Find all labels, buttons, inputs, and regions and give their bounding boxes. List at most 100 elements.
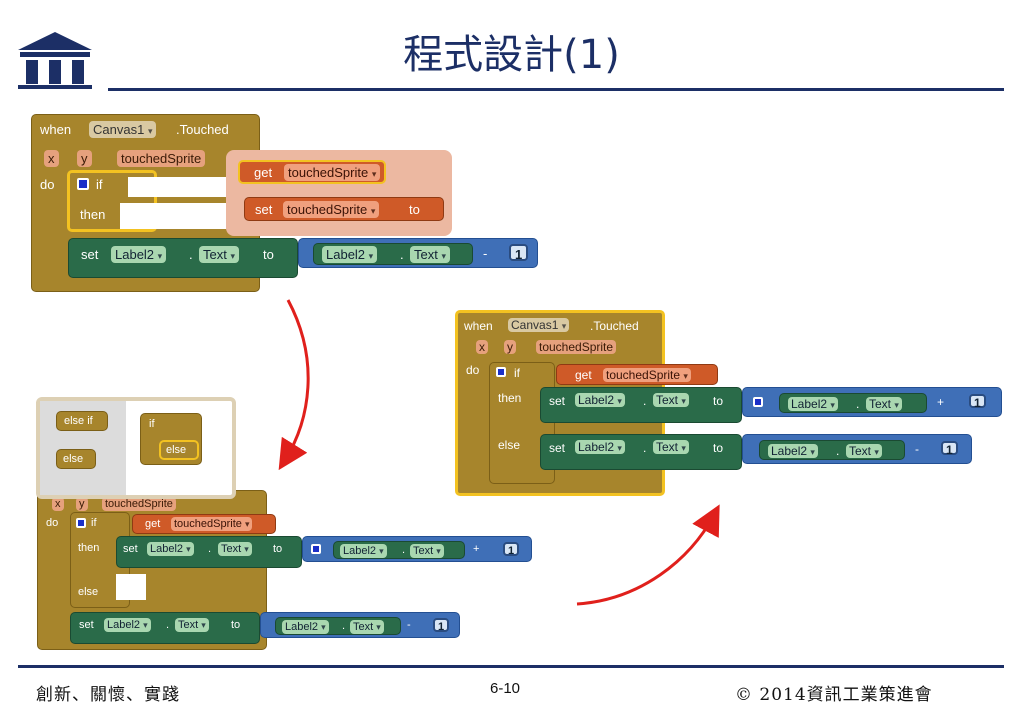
property-dropdown[interactable]: Text ▾: [410, 246, 450, 263]
property-dropdown[interactable]: Text ▾: [218, 542, 252, 556]
do-label: do: [466, 363, 480, 377]
mutator-gear-icon[interactable]: [311, 544, 321, 554]
component-dropdown[interactable]: Label2 ▾: [788, 397, 838, 411]
label2-text-getter[interactable]: Label2 ▾ . Text ▾: [333, 541, 465, 559]
property-dropdown[interactable]: Text ▾: [846, 444, 882, 458]
up-right-arrow: [576, 504, 720, 606]
set-touched-sprite-block[interactable]: set touchedSprite ▾ to: [244, 197, 444, 221]
then-label: then: [498, 391, 522, 405]
set-label: set: [123, 543, 138, 555]
add-block-3[interactable]: Label2 ▾ . Text ▾ + 1: [742, 387, 1002, 417]
label2-text-getter[interactable]: Label2 ▾ . Text ▾: [779, 393, 927, 413]
get-touched-sprite-block-2[interactable]: get touchedSprite ▾: [132, 514, 276, 534]
subtract-block-1[interactable]: Label2 ▾ . Text ▾ - 1: [298, 238, 538, 268]
get-touched-sprite-block-3[interactable]: get touchedSprite ▾: [556, 364, 718, 385]
set-label: set: [549, 394, 566, 408]
down-arrow: [278, 299, 310, 471]
dot-label: .: [643, 394, 647, 408]
set-label: set: [255, 202, 273, 217]
component-dropdown[interactable]: Label2 ▾: [340, 544, 387, 558]
then-label: then: [80, 207, 106, 222]
get-label: get: [575, 368, 592, 382]
property-dropdown[interactable]: Text ▾: [199, 246, 239, 263]
else-label: else: [498, 438, 521, 452]
property-dropdown[interactable]: Text ▾: [175, 618, 209, 632]
set-label2-text-block-2b[interactable]: set Label2 ▾ . Text ▾ to: [70, 612, 260, 644]
set-label: set: [81, 247, 99, 262]
get-touched-sprite-block[interactable]: get touchedSprite ▾: [238, 160, 386, 184]
variable-dropdown[interactable]: touchedSprite ▾: [283, 201, 380, 218]
param-y[interactable]: y: [76, 497, 88, 511]
mutator-if-container[interactable]: if else: [140, 413, 202, 465]
mutator-gear-icon[interactable]: [753, 397, 763, 407]
label2-text-getter[interactable]: Label2 ▾ . Text ▾: [759, 440, 905, 460]
if-else-block-3[interactable]: if then else: [489, 362, 555, 484]
subtract-block-3[interactable]: Label2 ▾ . Text ▾ - 1: [742, 434, 972, 464]
param-x[interactable]: x: [44, 150, 59, 167]
minus-operator: -: [483, 246, 488, 261]
property-dropdown[interactable]: Text ▾: [866, 397, 902, 411]
number-field[interactable]: 1: [509, 244, 529, 262]
param-y[interactable]: y: [77, 150, 92, 167]
property-dropdown[interactable]: Text ▾: [350, 620, 384, 634]
number-field[interactable]: 1: [969, 394, 986, 410]
property-dropdown[interactable]: Text ▾: [410, 544, 444, 558]
add-block-2[interactable]: Label2 ▾ . Text ▾ + 1: [302, 536, 532, 562]
dot-label: .: [643, 441, 647, 455]
set-label2-text-block-2a[interactable]: set Label2 ▾ . Text ▾ to: [116, 536, 302, 568]
label2-text-getter[interactable]: Label2 ▾ . Text ▾: [275, 617, 401, 635]
dot-label: .: [208, 543, 212, 555]
component-dropdown[interactable]: Label2 ▾: [111, 246, 167, 263]
param-touched-sprite[interactable]: touchedSprite: [117, 150, 206, 167]
property-dropdown[interactable]: Text ▾: [653, 440, 689, 454]
footer-copyright: © 2014資訊工業策進會: [735, 685, 933, 705]
set-label2-text-block-3a[interactable]: set Label2 ▾ . Text ▾ to: [540, 387, 742, 423]
number-field[interactable]: 1: [433, 618, 450, 633]
get-label: get: [145, 518, 161, 530]
component-dropdown[interactable]: Label2 ▾: [322, 246, 378, 263]
mutator-popup: else if else if else: [36, 397, 236, 499]
param-x[interactable]: x: [476, 340, 488, 354]
component-dropdown[interactable]: Label2 ▾: [768, 444, 818, 458]
mutator-gear-icon[interactable]: [496, 367, 506, 377]
header-divider: [108, 88, 1004, 91]
footer-motto: 創新、關懷、實踐: [36, 685, 180, 705]
slide-title: 程式設計(1): [403, 32, 620, 78]
to-label: to: [713, 394, 724, 408]
mutator-gear-icon[interactable]: [77, 178, 89, 190]
get-label: get: [254, 165, 273, 180]
component-dropdown[interactable]: Canvas1 ▾: [508, 318, 570, 332]
component-dropdown[interactable]: Label2 ▾: [147, 542, 194, 556]
mutator-gear-icon[interactable]: [76, 518, 86, 528]
variable-dropdown[interactable]: touchedSprite ▾: [284, 164, 381, 181]
subtract-block-2[interactable]: Label2 ▾ . Text ▾ - 1: [260, 612, 460, 638]
property-dropdown[interactable]: Text ▾: [653, 393, 689, 407]
param-touched-sprite[interactable]: touchedSprite: [102, 497, 176, 511]
component-dropdown[interactable]: Label2 ▾: [575, 393, 625, 407]
else-if-option[interactable]: else if: [56, 411, 108, 431]
else-option[interactable]: else: [56, 449, 96, 469]
number-field[interactable]: 1: [503, 542, 520, 557]
component-dropdown[interactable]: Label2 ▾: [282, 620, 329, 634]
institute-building-icon: [18, 32, 92, 89]
variable-dropdown[interactable]: touchedSprite ▾: [171, 517, 253, 531]
plus-operator: +: [473, 543, 480, 555]
minus-operator: -: [407, 619, 411, 631]
set-label2-text-block-3b[interactable]: set Label2 ▾ . Text ▾ to: [540, 434, 742, 470]
param-touched-sprite[interactable]: touchedSprite: [536, 340, 617, 354]
number-field[interactable]: 1: [941, 441, 958, 457]
set-label2-text-block-1[interactable]: set Label2 ▾ . Text ▾ to: [68, 238, 298, 278]
param-y[interactable]: y: [504, 340, 516, 354]
if-label: if: [514, 366, 520, 380]
else-option-placed[interactable]: else: [159, 440, 199, 460]
else-label: else: [78, 586, 99, 598]
variable-dropdown[interactable]: touchedSprite ▾: [603, 368, 691, 382]
component-dropdown[interactable]: Canvas1 ▾: [89, 121, 157, 138]
to-label: to: [273, 543, 283, 555]
component-dropdown[interactable]: Label2 ▾: [575, 440, 625, 454]
to-label: to: [713, 441, 724, 455]
dot-label: .: [836, 444, 840, 458]
label2-text-getter[interactable]: Label2 ▾ . Text ▾: [313, 243, 473, 265]
param-x[interactable]: x: [52, 497, 64, 511]
component-dropdown[interactable]: Label2 ▾: [104, 618, 151, 632]
